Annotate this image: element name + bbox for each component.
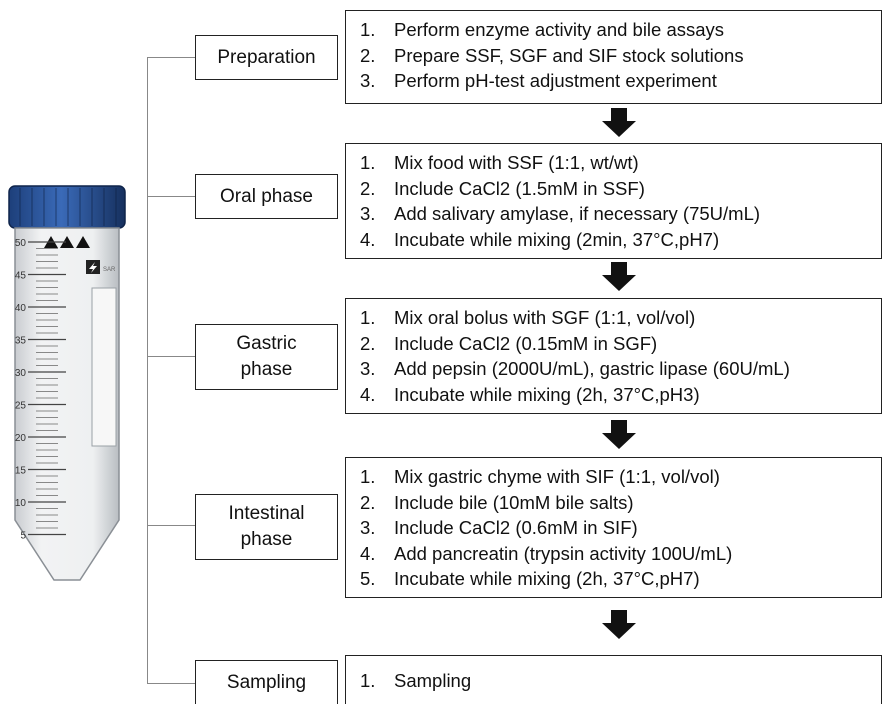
phase-label-oral: Oral phase bbox=[195, 174, 338, 219]
phase-label-sampling: Sampling bbox=[195, 660, 338, 704]
svg-text:SAR: SAR bbox=[103, 267, 116, 273]
phase-label-gastric: Gastric phase bbox=[195, 324, 338, 390]
vertical-connector-line bbox=[147, 57, 148, 683]
steps-box-sampling: 1.Sampling bbox=[345, 655, 882, 704]
tube-scale-label: 15 bbox=[15, 466, 27, 477]
step-item: 2.Prepare SSF, SGF and SIF stock solutio… bbox=[360, 44, 744, 66]
connector-sampling bbox=[147, 683, 195, 684]
steps-box-preparation: 1.Perform enzyme activity and bile assay… bbox=[345, 10, 882, 104]
tube-scale: 50 45 40 35 30 25 20 15 10 5 bbox=[15, 238, 66, 542]
step-item: 1.Perform enzyme activity and bile assay… bbox=[360, 19, 725, 40]
step-item: 1.Mix oral bolus with SGF (1:1, vol/vol) bbox=[360, 307, 696, 328]
tube-scale-label: 25 bbox=[15, 401, 27, 412]
step-item: 2.Include CaCl2 (1.5mM in SSF) bbox=[360, 177, 645, 199]
step-item: 4.Incubate while mixing (2min, 37°C,pH7) bbox=[360, 228, 720, 250]
step-item: 2.Include bile (10mM bile salts) bbox=[360, 491, 634, 513]
steps-box-gastric: 1.Mix oral bolus with SGF (1:1, vol/vol)… bbox=[345, 298, 882, 414]
step-item: 1.Mix gastric chyme with SIF (1:1, vol/v… bbox=[360, 466, 720, 487]
step-item: 2.Include CaCl2 (0.15mM in SGF) bbox=[360, 332, 658, 354]
down-arrow-icon bbox=[602, 610, 636, 639]
step-item: 4.Incubate while mixing (2h, 37°C,pH3) bbox=[360, 383, 700, 405]
tube-scale-label: 30 bbox=[15, 368, 27, 379]
tube-scale-label: 35 bbox=[15, 336, 27, 347]
step-item: 3.Add salivary amylase, if necessary (75… bbox=[360, 203, 761, 224]
connector-intestinal bbox=[147, 525, 195, 526]
tube-scale-label: 10 bbox=[15, 498, 27, 509]
step-item: 3.Add pepsin (2000U/mL), gastric lipase … bbox=[360, 358, 790, 379]
step-item: 1.Sampling bbox=[360, 670, 472, 691]
phase-label-intestinal: Intestinal phase bbox=[195, 494, 338, 560]
step-item: 3.Perform pH-test adjustment experiment bbox=[360, 70, 717, 91]
connector-gastric bbox=[147, 356, 195, 357]
connector-oral bbox=[147, 196, 195, 197]
down-arrow-icon bbox=[602, 108, 636, 137]
steps-box-intestinal: 1.Mix gastric chyme with SIF (1:1, vol/v… bbox=[345, 457, 882, 598]
step-item: 1.Mix food with SSF (1:1, wt/wt) bbox=[360, 152, 639, 173]
tube-scale-label: 20 bbox=[15, 433, 27, 444]
down-arrow-icon bbox=[602, 420, 636, 449]
steps-box-oral: 1.Mix food with SSF (1:1, wt/wt) 2.Inclu… bbox=[345, 143, 882, 259]
phase-label-preparation: Preparation bbox=[195, 35, 338, 80]
tube-scale-label: 40 bbox=[15, 303, 27, 314]
tube-scale-label: 50 bbox=[15, 238, 27, 249]
step-item: 4.Add pancreatin (trypsin activity 100U/… bbox=[360, 542, 733, 564]
step-item: 5.Incubate while mixing (2h, 37°C,pH7) bbox=[360, 568, 700, 589]
tube-scale-label: 5 bbox=[20, 531, 26, 542]
connector-preparation bbox=[147, 57, 195, 58]
step-item: 3.Include CaCl2 (0.6mM in SIF) bbox=[360, 517, 638, 538]
centrifuge-tube-illustration: SAR 50 45 40 35 30 25 20 15 10 5 bbox=[8, 185, 126, 581]
down-arrow-icon bbox=[602, 262, 636, 291]
tube-scale-label: 45 bbox=[15, 271, 27, 282]
